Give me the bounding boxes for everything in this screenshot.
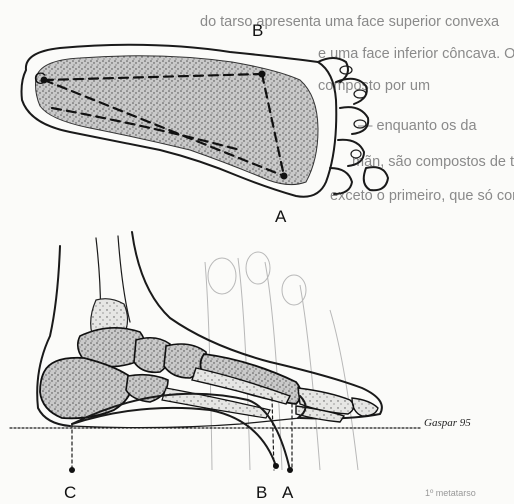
bg-text-line-2: e uma face inferior côncava. O arco long… [318, 46, 514, 62]
bg-text-line-4: — enquanto os da [358, 118, 477, 134]
sole-stipple [36, 56, 319, 185]
label-top-c: C [34, 69, 46, 88]
point-b-marker [259, 71, 266, 78]
bg-text-line-6: exceto o primeiro, que só contém duas. [330, 188, 514, 204]
point-b-bottom [273, 463, 279, 469]
lateral-arch-curve [72, 408, 276, 466]
label-bottom-a: A [282, 483, 294, 502]
label-top-a: A [275, 207, 287, 226]
point-c-bottom [69, 467, 75, 473]
label-bottom-b: B [256, 483, 267, 502]
bg-text-footer: 1º metatarso [425, 488, 476, 498]
point-a-bottom [287, 467, 293, 473]
point-a-marker [281, 173, 288, 180]
label-bottom-c: C [64, 483, 76, 502]
artist-signature: Gaspar 95 [424, 417, 471, 429]
label-top-b: B [252, 21, 263, 40]
medial-foot-skeleton: C B A Gaspar 95 [10, 232, 471, 502]
bg-text-line-1: do tarso apresenta uma face superior con… [200, 14, 500, 30]
